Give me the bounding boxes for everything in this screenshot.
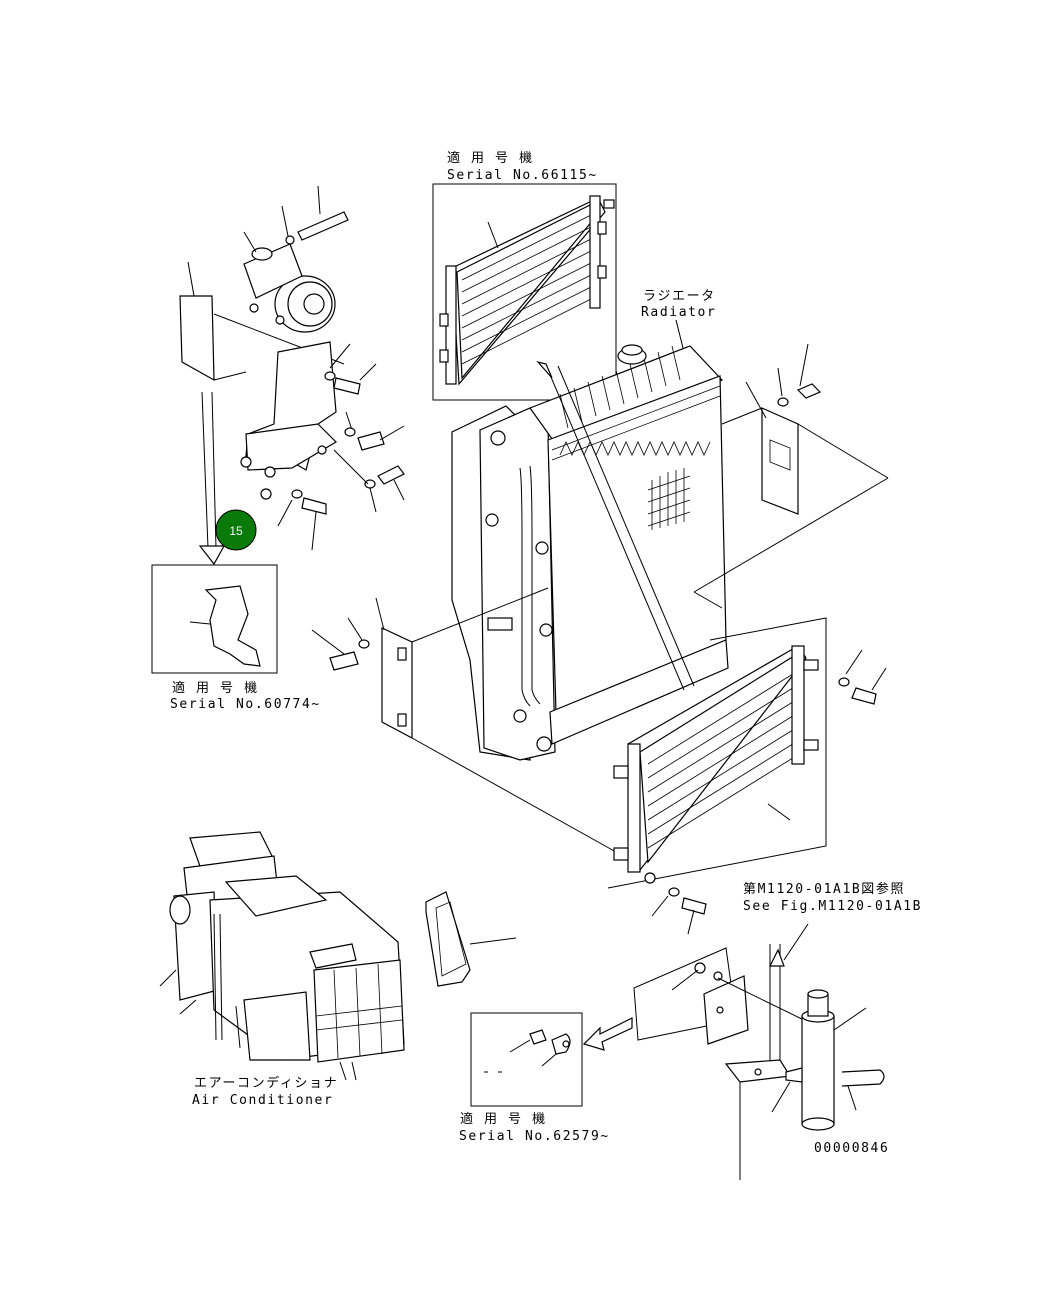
receiver-drier-assembly: [633, 923, 885, 1180]
ref-fig-jp-label: 第M1120-01A1B図参照: [743, 881, 905, 897]
serial-66115-en-label: Serial No.66115~: [447, 168, 598, 183]
nut-inset-62579: [470, 1012, 633, 1107]
ref-fig-en-label: See Fig.M1120-01A1B: [743, 899, 922, 914]
serial-60774-en-label: Serial No.60774~: [170, 697, 321, 712]
pointer-arrow-down: [198, 391, 226, 566]
gasket-part: [425, 891, 517, 987]
compressor-assembly: [179, 185, 405, 551]
radiator-core: [451, 344, 729, 761]
radiator-jp-label: ラジエータ: [643, 289, 716, 304]
condenser-lower: [607, 617, 887, 935]
serial-62579-en-label: Serial No.62579~: [459, 1129, 610, 1144]
callout-15-number[interactable]: 15: [229, 524, 243, 538]
callout-15-circle[interactable]: [215, 509, 257, 551]
radiator-en-label: Radiator: [641, 305, 716, 320]
callout-15[interactable]: 15: [215, 509, 257, 551]
drawing-number: 00000846: [814, 1141, 889, 1156]
radiator-left-bracket: [311, 587, 617, 853]
serial-60774-jp-label: 適 用 号 機: [172, 680, 259, 696]
aircon-jp-label: エアーコンディショナ: [194, 1075, 338, 1091]
serial-66115-jp-label: 適 用 号 機: [447, 150, 534, 166]
air-conditioner-unit: [159, 831, 405, 1081]
condenser-inset-66115: [432, 183, 617, 401]
condenser-unit-upper: [439, 195, 615, 386]
radiator-right-bracket: [693, 343, 889, 609]
aircon-en-label: Air Conditioner: [192, 1093, 333, 1108]
bracket-inset-60774: [151, 564, 278, 674]
serial-62579-jp-label: 適 用 号 機: [460, 1111, 547, 1127]
